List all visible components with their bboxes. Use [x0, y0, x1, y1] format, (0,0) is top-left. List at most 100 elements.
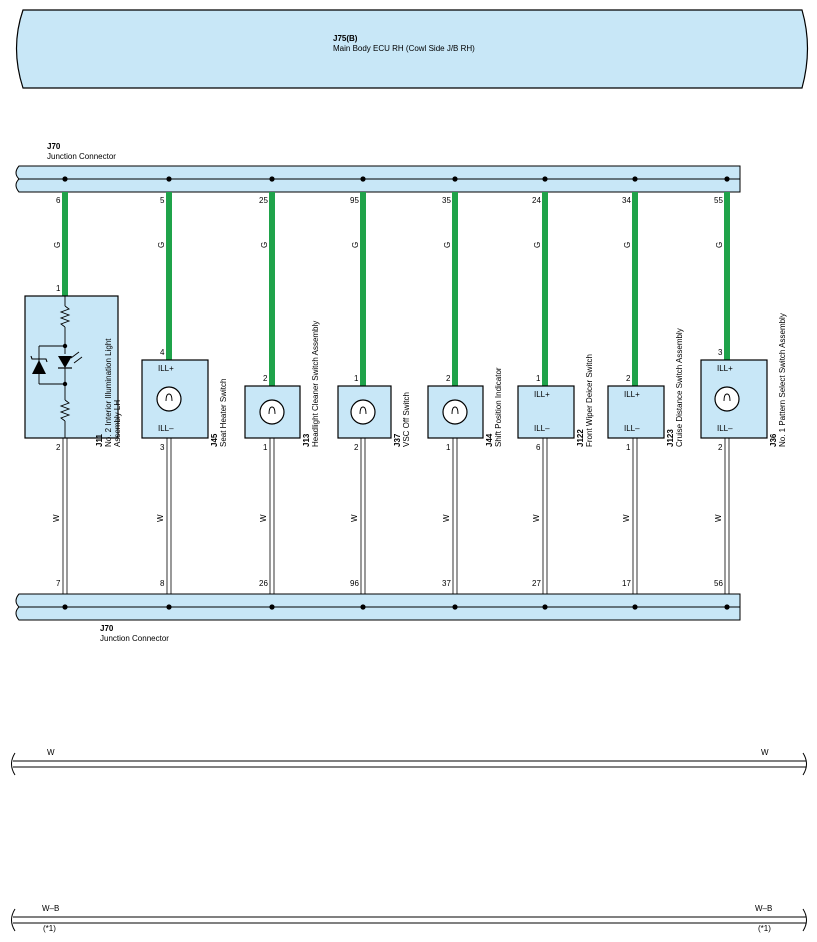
bottom-splice-dot: [452, 604, 458, 610]
bottom-pin-number: 27: [532, 579, 541, 588]
bottom-wire-color: W: [532, 514, 541, 522]
lamp-filament: [359, 406, 367, 415]
top-splice-dot: [360, 176, 366, 182]
component-body: [607, 385, 665, 439]
top-wire-color: G: [53, 241, 62, 248]
ecu-code: J75(B): [333, 34, 358, 43]
top-pin-number: 24: [532, 196, 541, 205]
in-pin-number: 2: [446, 374, 451, 383]
bottom-pin-number: 26: [259, 579, 268, 588]
top-pin-number: 6: [56, 196, 61, 205]
top-wire-color: G: [443, 241, 452, 248]
in-pin-number: 1: [354, 374, 359, 383]
component-name: Front Wiper Deicer Switch: [584, 354, 594, 447]
bottom-pin-number: 7: [56, 579, 61, 588]
ill-minus-label: ILL–: [534, 424, 550, 433]
top-wire-color: G: [260, 241, 269, 248]
junction-dot: [62, 343, 68, 349]
bottom-wire-color: W: [622, 514, 631, 522]
components-layer: [24, 295, 768, 439]
bottom-splice-dot: [166, 604, 172, 610]
component-name: Headlight Cleaner Switch Assembly: [310, 320, 320, 447]
in-pin-number: 4: [160, 348, 165, 357]
bottom-connector-name: Junction Connector: [100, 634, 169, 643]
component-name: VSC Off Switch: [401, 392, 411, 447]
ill-minus-label: ILL–: [624, 424, 640, 433]
bottom-connector-code: J70: [100, 624, 114, 633]
lamp-filament: [723, 393, 731, 402]
top-connector-name: Junction Connector: [47, 152, 116, 161]
wires-layer: [62, 176, 730, 610]
component-code: J37: [393, 433, 402, 447]
ill-minus-label: ILL–: [158, 424, 174, 433]
component-name: Shift Position Indicator: [493, 367, 503, 447]
component-code: J11: [95, 434, 104, 447]
component-name-cont: Assembly LH: [112, 399, 122, 447]
component-name: Seat Heater Switch: [218, 378, 228, 447]
lamp-icon: [259, 399, 285, 425]
top-splice-dot: [62, 176, 68, 182]
lamp-filament: [165, 393, 173, 402]
top-pin-number: 95: [350, 196, 359, 205]
out-pin-number: 1: [446, 443, 451, 452]
bottom-splice-dot: [724, 604, 730, 610]
component-name: No. 1 Pattern Select Switch Assembly: [777, 313, 787, 447]
resistor-icon: [59, 399, 71, 422]
top-wire-color: G: [623, 241, 632, 248]
component-code: J44: [485, 433, 494, 447]
through-wire-2-note-left: (*1): [43, 924, 56, 933]
lamp-filament: [268, 406, 276, 415]
top-wire-color: G: [157, 241, 166, 248]
light-arrow: [73, 356, 83, 364]
top-splice-dot: [452, 176, 458, 182]
top-splice-dot: [166, 176, 172, 182]
bottom-wire-color: W: [156, 514, 165, 522]
component-code: J36: [769, 433, 778, 447]
resistor-icon: [59, 305, 71, 328]
out-pin-number: 1: [626, 443, 631, 452]
through-wire-2-note-right: (*1): [758, 924, 771, 933]
through-wire-1-color-left: W: [47, 748, 55, 757]
bottom-wire-color: W: [350, 514, 359, 522]
bottom-wire-color: W: [714, 514, 723, 522]
bottom-splice-dot: [632, 604, 638, 610]
bottom-wire-color: W: [259, 514, 268, 522]
lamp-icon: [156, 386, 182, 412]
top-wire-color: G: [715, 241, 724, 248]
bottom-pin-number: 96: [350, 579, 359, 588]
out-pin-number: 6: [536, 443, 541, 452]
lamp-icon: [714, 386, 740, 412]
ecu-block: [15, 9, 809, 89]
in-pin-number: 2: [263, 374, 268, 383]
ill-plus-label: ILL+: [158, 364, 174, 373]
in-pin-number: 3: [718, 348, 723, 357]
ill-plus-label: ILL+: [624, 390, 640, 399]
zener-bar: [30, 355, 48, 363]
top-pin-number: 25: [259, 196, 268, 205]
bottom-splice-dot: [542, 604, 548, 610]
component-code: J45: [210, 433, 219, 447]
ill-plus-label: ILL+: [534, 390, 550, 399]
in-pin-number: 1: [536, 374, 541, 383]
top-wire-color: G: [533, 241, 542, 248]
through-wire-1-color-right: W: [761, 748, 769, 757]
component-code: J123: [666, 429, 675, 447]
top-splice-dot: [542, 176, 548, 182]
top-splice-dot: [632, 176, 638, 182]
lamp-icon: [350, 399, 376, 425]
top-splice-dot: [269, 176, 275, 182]
lamp-filament: [451, 406, 459, 415]
through-wire-wb: [11, 908, 807, 932]
led-icon: [58, 356, 72, 368]
top-pin-number: 5: [160, 196, 165, 205]
component-name: Cruise Distance Switch Assembly: [674, 328, 684, 447]
bottom-splice-dot: [62, 604, 68, 610]
top-pin-number: 55: [714, 196, 723, 205]
through-wire-2-color-right: W–B: [755, 904, 773, 913]
top-connector-code: J70: [47, 142, 61, 151]
out-pin-number: 2: [56, 443, 61, 452]
